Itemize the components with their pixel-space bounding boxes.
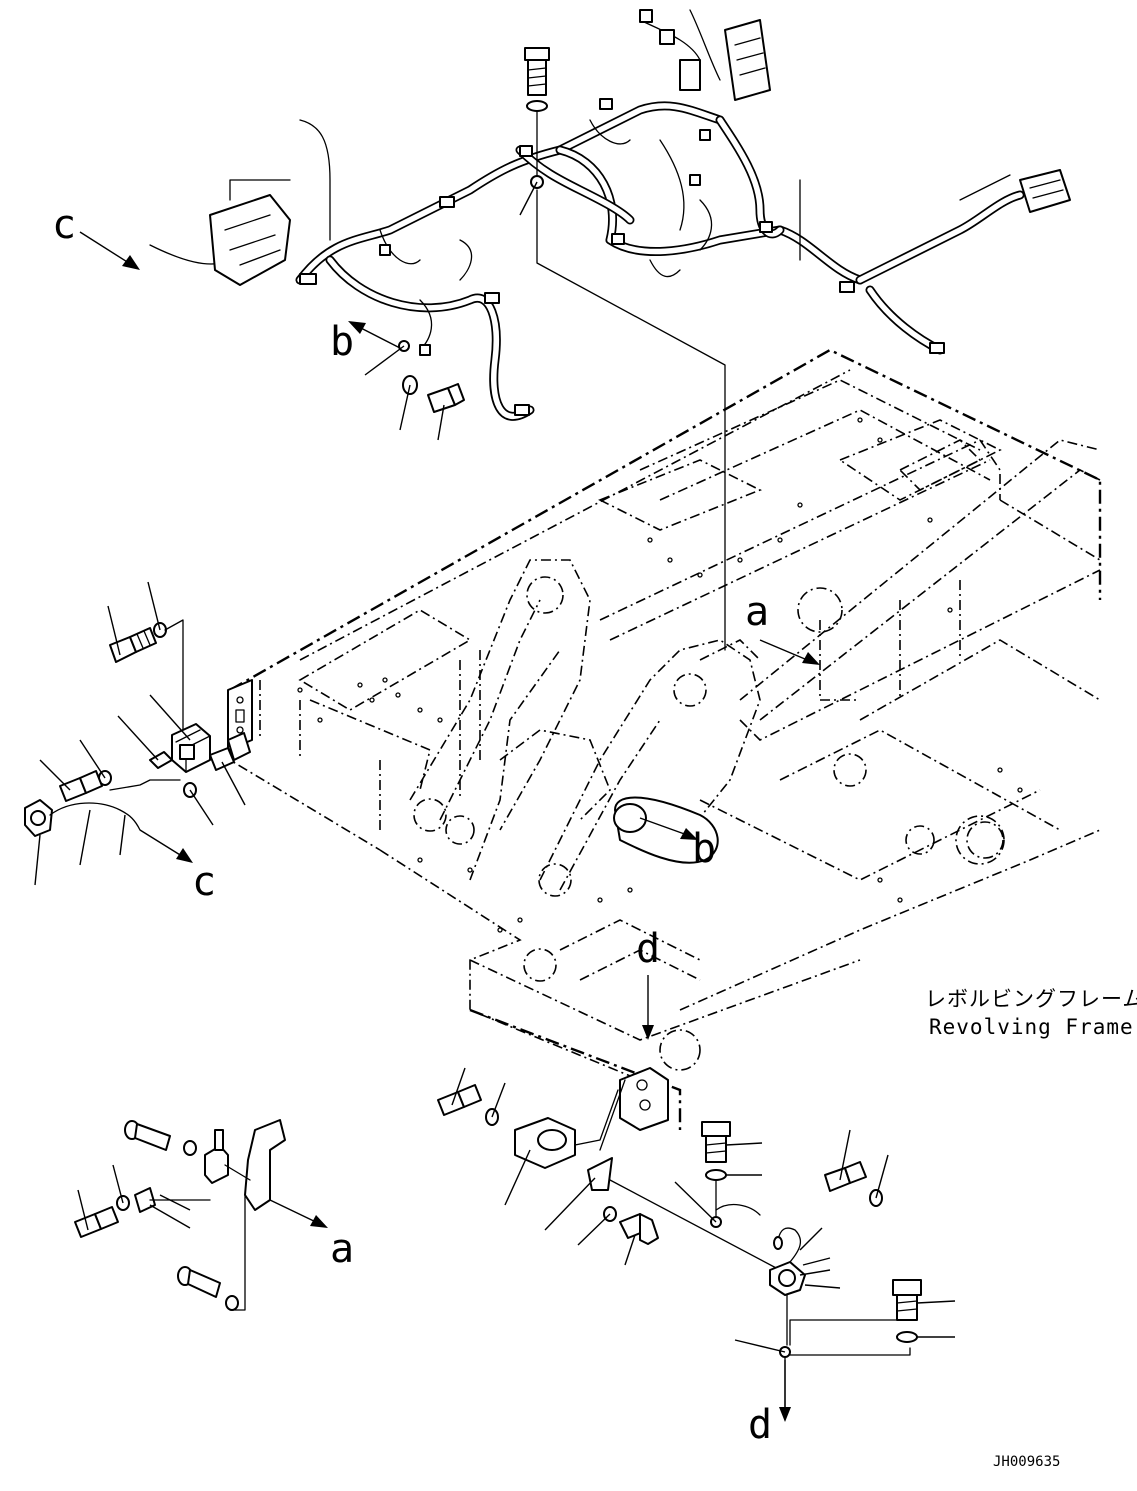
lower-left-top-bolt [124,1120,171,1151]
callout-label-d-lower: d [748,1402,772,1448]
callout-label-b-lower: b [692,826,716,872]
lower-center-bolt [437,1084,482,1116]
harness-connector-block-top [639,9,771,101]
frame-arm-sleeve-b [613,796,719,864]
callout-label-d-upper: d [636,926,660,972]
right-lower-bolt [892,1279,922,1321]
lower-plate [587,1157,613,1191]
callout-arrows [79,231,820,1422]
harness-connector-right [1019,169,1071,213]
callout-label-b-upper: b [330,319,354,365]
lower-left-bracket-cluster [74,1119,286,1311]
callout-label-c-upper: c [52,202,76,248]
left-rubber-mount [171,723,211,773]
harness-clamp-hardware [364,340,465,441]
lower-left-bottom-bolt [177,1266,221,1298]
top-bolt-assembly [519,47,726,651]
sensor-clamp-bolt [701,1121,731,1163]
left-lower-bolt [59,770,103,802]
lower-rubber-mount [514,1117,576,1169]
callout-label-c-lower: c [192,859,216,905]
left-bracket-cluster [24,581,251,886]
right-upper-bolt [824,1161,867,1192]
wiring-harness [149,9,1071,421]
caption-japanese: レボルビングフレーム [925,987,1137,1011]
lower-center-bracket-cluster [437,1067,956,1421]
harness-bolt [427,383,465,413]
revolving-frame [227,348,1102,1131]
drawing-code: JH009635 [993,1454,1060,1470]
callout-label-a-upper: a [745,589,769,635]
lower-left-side-bolt [74,1206,119,1238]
left-sensor [24,799,53,837]
sensor-body [769,1261,806,1296]
frame-holes [297,417,1023,933]
callout-label-a-lower: a [330,1226,354,1272]
harness-connector-block-left [209,194,291,286]
caption-english: Revolving Frame [929,1015,1134,1039]
left-right-bolt [209,732,251,771]
lower-center-bolt-2 [619,1213,659,1245]
